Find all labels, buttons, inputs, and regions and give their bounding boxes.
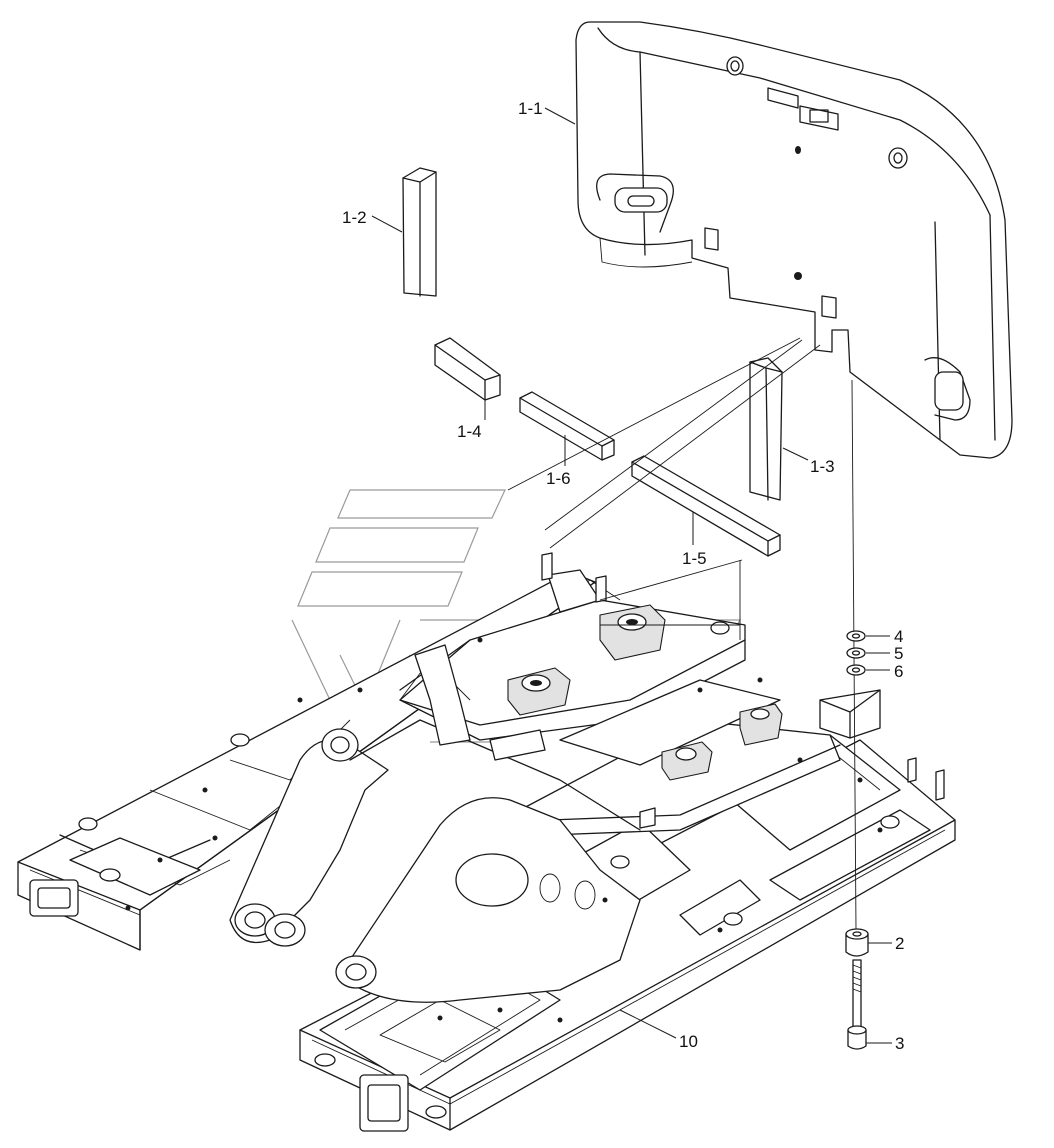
spacer-2 — [845, 928, 869, 957]
label-2: 2 — [895, 934, 904, 953]
label-1-5: 1-5 — [682, 549, 707, 568]
counterweight — [575, 21, 1013, 459]
washer-4 — [846, 630, 866, 642]
weight-block-1-4 — [434, 337, 501, 401]
weight-block-1-2 — [402, 167, 437, 297]
weight-block-1-6 — [519, 391, 615, 461]
label-6: 6 — [894, 662, 903, 681]
label-1-3: 1-3 — [810, 457, 835, 476]
label-1-2: 1-2 — [342, 208, 367, 227]
weight-block-1-3 — [749, 357, 783, 501]
label-1-1: 1-1 — [518, 99, 543, 118]
label-5: 5 — [894, 644, 903, 663]
washer-6 — [846, 664, 866, 676]
label-3: 3 — [895, 1034, 904, 1053]
part-labels: 1-1 1-2 1-3 1-4 1-5 1-6 4 5 6 2 3 10 — [342, 99, 904, 1053]
bolt-3 — [847, 959, 867, 1050]
weight-block-1-5 — [631, 455, 781, 557]
label-4: 4 — [894, 627, 903, 646]
washer-5 — [846, 647, 866, 659]
upper-frame — [17, 552, 956, 1132]
leader-lines — [371, 107, 892, 1044]
label-1-6: 1-6 — [546, 469, 571, 488]
label-10: 10 — [679, 1032, 698, 1051]
label-1-4: 1-4 — [457, 422, 482, 441]
hardware-stack — [845, 379, 869, 1050]
